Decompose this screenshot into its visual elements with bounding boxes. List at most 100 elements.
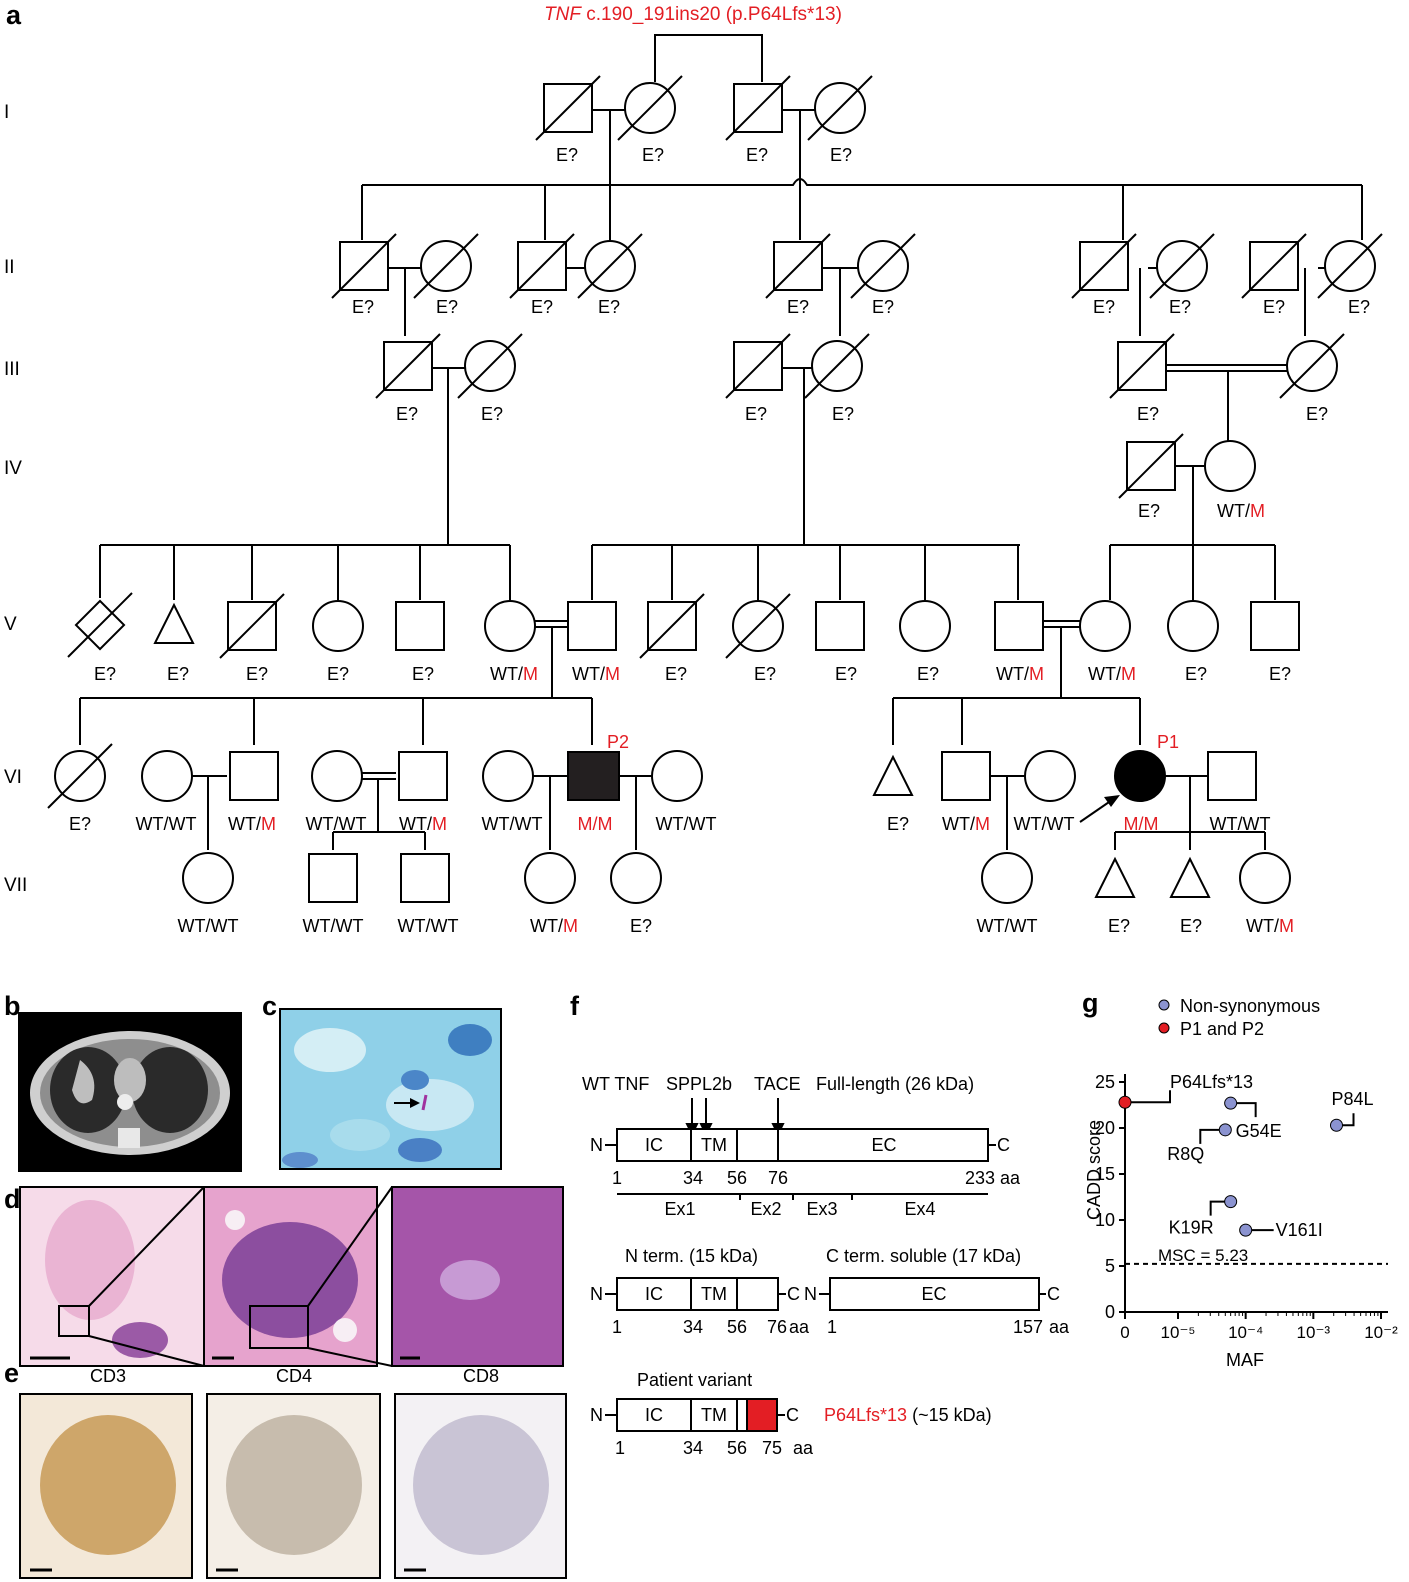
- ihc-title-cd3: CD3: [90, 1366, 126, 1386]
- legend-label: Non-synonymous: [1180, 996, 1320, 1016]
- c-terminus: C: [997, 1135, 1010, 1155]
- data-point: [1118, 1095, 1132, 1109]
- wt-tnf-label: WT TNF: [582, 1074, 649, 1094]
- pedigree-male: [398, 751, 448, 801]
- data-point: [1218, 1123, 1232, 1137]
- domain-tm: [690, 1128, 738, 1162]
- genotype-label: E?: [1263, 297, 1285, 317]
- sppl2b-label: SPPL2b: [666, 1074, 732, 1094]
- frameshift-segment: [746, 1398, 778, 1432]
- pedigree-female: [807, 75, 873, 141]
- genotype-label: E?: [1169, 297, 1191, 317]
- pedigree-female: [312, 600, 364, 652]
- ihc-images: CD3 CD4 CD8: [19, 1366, 567, 1579]
- genotype-label: WT/WT: [136, 814, 197, 834]
- generation-label: II: [4, 257, 15, 278]
- point-leader-line: [1199, 1128, 1226, 1144]
- pedigree-female: [1079, 600, 1131, 652]
- generation-label: VII: [4, 875, 27, 896]
- genotype-label: E?: [556, 145, 578, 165]
- c-term-label: C term. soluble (17 kDa): [826, 1246, 1021, 1266]
- genotype-label: E?: [481, 404, 503, 424]
- pedigree-male: [1118, 433, 1184, 499]
- genotype-label: WT/M: [1246, 916, 1294, 936]
- aa-label: aa: [1049, 1317, 1070, 1337]
- genotype-label: E?: [642, 145, 664, 165]
- pedigree-male: [994, 601, 1044, 651]
- pedigree-female: [311, 750, 363, 802]
- genotype-label: E?: [246, 664, 268, 684]
- pedigree-female: [482, 750, 534, 802]
- genotype-label: E?: [327, 664, 349, 684]
- proband-arrow: [1079, 795, 1120, 823]
- n-terminus: N: [804, 1284, 817, 1304]
- generation-label: V: [4, 614, 17, 635]
- genotype-label: E?: [754, 664, 776, 684]
- patient-label-p2: P2: [607, 732, 629, 752]
- position-label: 56: [727, 1168, 747, 1188]
- genotype-label: E?: [1180, 916, 1202, 936]
- n-terminus: N: [590, 1405, 603, 1425]
- aa-label: aa: [1000, 1168, 1021, 1188]
- pedigree-male: [219, 593, 285, 659]
- genotype-label: E?: [1185, 664, 1207, 684]
- pedigree-female: [981, 852, 1033, 904]
- ct-scan-image: [18, 1012, 242, 1172]
- pedigree-female: [850, 233, 916, 299]
- genotype-label: E?: [665, 664, 687, 684]
- acid-fast-stain-image: [279, 1008, 502, 1170]
- genotype-label: E?: [531, 297, 553, 317]
- y-tick-label: 0: [1105, 1302, 1115, 1322]
- position-label: 56: [727, 1317, 747, 1337]
- genotype-label: WT/M: [228, 814, 276, 834]
- pedigree-female: [1204, 440, 1256, 492]
- x-tick-label: 10⁻³: [1297, 1323, 1331, 1342]
- genotype-label: WT/WT: [656, 814, 717, 834]
- data-point-label: P64Lfs*13: [1170, 1072, 1253, 1092]
- pedigree-female: [1149, 233, 1215, 299]
- n-term-label: N term. (15 kDa): [625, 1246, 758, 1266]
- pedigree-pregnancy: [1169, 856, 1211, 898]
- genotype-label: E?: [436, 297, 458, 317]
- position-label: 1: [615, 1438, 625, 1458]
- data-point: [1239, 1223, 1253, 1237]
- pedigree-female: [524, 852, 576, 904]
- position-label: 75: [762, 1438, 782, 1458]
- x-axis-label: MAF: [1226, 1350, 1264, 1370]
- full-length-label: Full-length (26 kDa): [816, 1074, 974, 1094]
- pedigree-male: [567, 601, 617, 651]
- pedigree-female: [725, 593, 791, 659]
- genotype-label: WT/WT: [482, 814, 543, 834]
- pedigree-male: [1109, 333, 1175, 399]
- ihc-title-cd4: CD4: [276, 1366, 312, 1386]
- pedigree-female: [577, 233, 643, 299]
- pedigree-pregnancy: [1094, 856, 1136, 898]
- generation-label: IV: [4, 458, 22, 479]
- data-point-label: V161I: [1276, 1220, 1323, 1240]
- pedigree-female: [1024, 750, 1076, 802]
- genotype-label: E?: [1348, 297, 1370, 317]
- variant-label: P64Lfs*13 (~15 kDa): [824, 1405, 992, 1425]
- pedigree-male: [331, 233, 397, 299]
- position-label: 1: [612, 1168, 622, 1188]
- genotype-label: E?: [872, 297, 894, 317]
- pedigree-pregnancy: [153, 602, 195, 644]
- pedigree-female: [457, 333, 523, 399]
- domain-ic: [616, 1128, 692, 1162]
- genotype-label: E?: [917, 664, 939, 684]
- data-point-label: R8Q: [1167, 1144, 1204, 1164]
- pedigree-male: [1207, 751, 1257, 801]
- genotype-label: WT/M: [942, 814, 990, 834]
- data-point: [1330, 1118, 1344, 1132]
- genotype-label: E?: [412, 664, 434, 684]
- genotype-label: WT/M: [1217, 501, 1265, 521]
- domain-tm-label: TM: [701, 1284, 727, 1304]
- genotype-labels: E? E? E? E? E? E? E? E? E? E? E? E? E? E…: [69, 145, 1370, 936]
- genotype-label: E?: [1108, 916, 1130, 936]
- tace-label: TACE: [754, 1074, 801, 1094]
- genotype-label: WT/WT: [1210, 814, 1271, 834]
- pedigree-male: [1241, 233, 1307, 299]
- pedigree-female: [899, 600, 951, 652]
